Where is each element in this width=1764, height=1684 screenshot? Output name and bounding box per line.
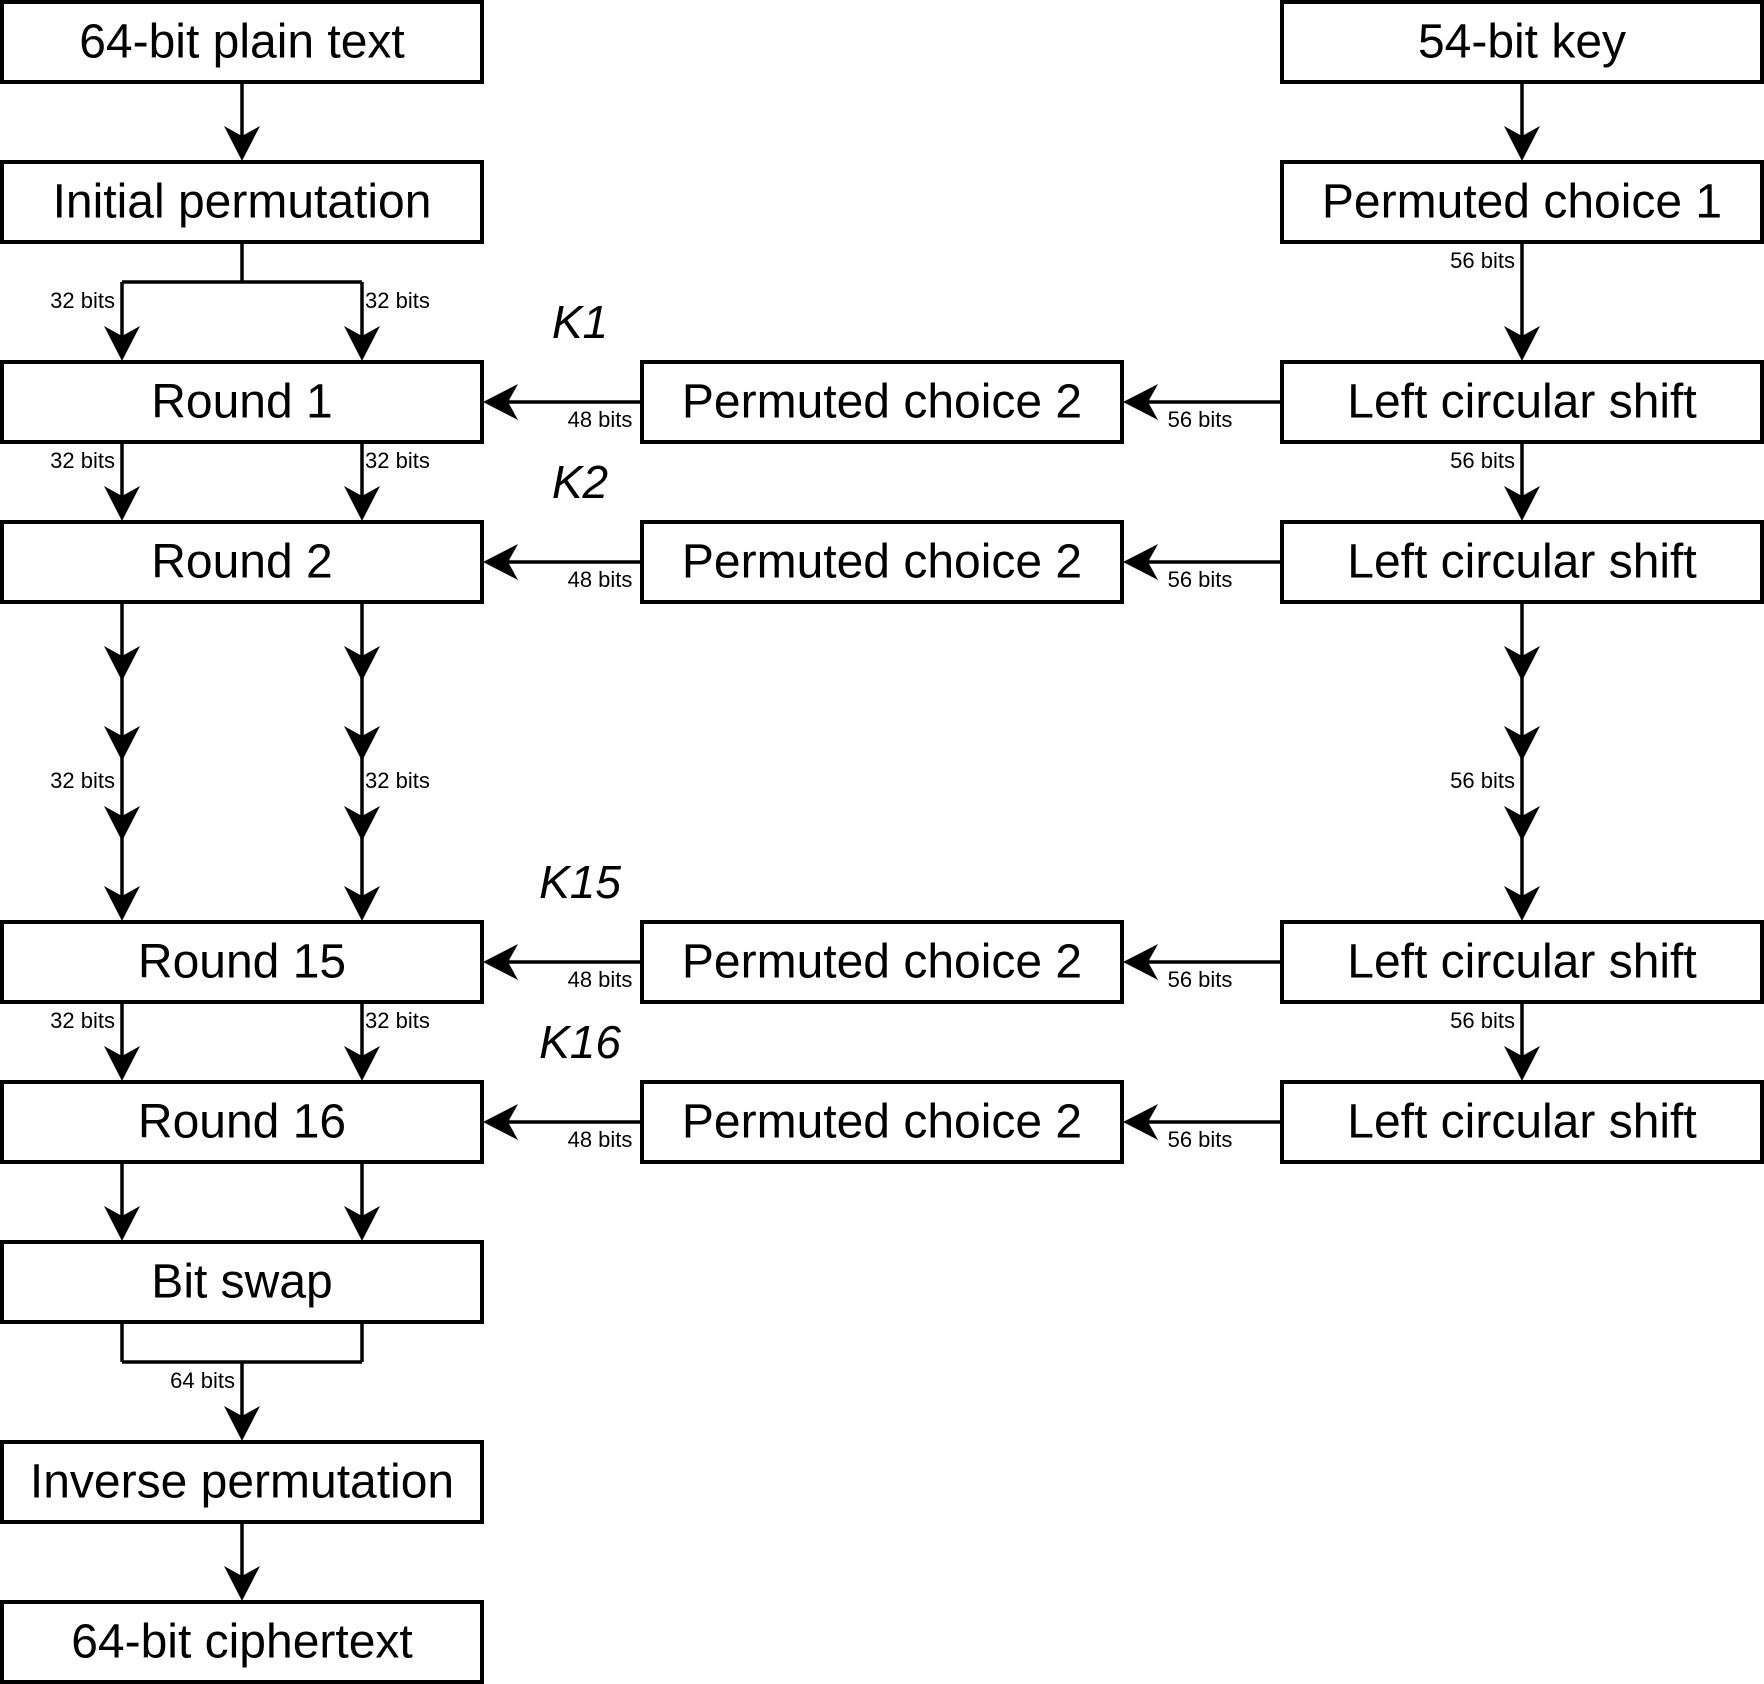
edge-inverse-to-ciphertext: [224, 1522, 260, 1601]
bits-label: 32 bits: [365, 448, 430, 473]
bits-label: 32 bits: [50, 288, 115, 313]
bits-label: 32 bits: [365, 1008, 430, 1033]
bits-label: 56 bits: [1168, 1127, 1233, 1152]
pc2-box-1: Permuted choice 2: [640, 360, 1124, 444]
bits-label: 56 bits: [1168, 567, 1233, 592]
subkey-k15: K15: [539, 856, 621, 908]
lcs-box-1: Left circular shift: [1280, 360, 1764, 444]
bits-label: 32 bits: [365, 768, 430, 793]
bits-label: 56 bits: [1168, 967, 1233, 992]
pc2-label-15: Permuted choice 2: [682, 936, 1082, 989]
edge-bitswap-to-inverse: [120, 1322, 364, 1441]
bits-label: 32 bits: [50, 768, 115, 793]
edge-lcs1-to-lcs2: [1504, 442, 1540, 521]
bits-label: 56 bits: [1450, 448, 1515, 473]
bits-label: 32 bits: [50, 1008, 115, 1033]
pc2-box-15: Permuted choice 2: [640, 920, 1124, 1004]
edge-round2-to-round15: [104, 602, 380, 921]
bits-label: 48 bits: [568, 407, 633, 432]
edge-lcs15-to-lcs16: [1504, 1002, 1540, 1081]
edge-pc2-2-to-round2: [483, 544, 642, 580]
initial-permutation-box: Initial permutation: [0, 160, 484, 244]
subkey-k1: K1: [552, 296, 608, 348]
edge-ip-to-round1: [104, 242, 380, 361]
edge-round16-to-bitswap: [104, 1162, 380, 1241]
pc1-box: Permuted choice 1: [1280, 160, 1764, 244]
pc1-label: Permuted choice 1: [1322, 176, 1722, 229]
bit-swap-box: Bit swap: [0, 1240, 484, 1324]
key-label: 54-bit key: [1418, 16, 1626, 69]
edge-round15-to-round16: [104, 1002, 380, 1081]
pc2-label-16: Permuted choice 2: [682, 1096, 1082, 1149]
pc2-box-16: Permuted choice 2: [640, 1080, 1124, 1164]
plaintext-label: 64-bit plain text: [79, 16, 405, 69]
bits-label: 64 bits: [170, 1368, 235, 1393]
ciphertext-box: 64-bit ciphertext: [0, 1600, 484, 1684]
round15-box: Round 15: [0, 920, 484, 1004]
lcs-label-15: Left circular shift: [1347, 936, 1696, 989]
round16-box: Round 16: [0, 1080, 484, 1164]
round1-box: Round 1: [0, 360, 484, 444]
bits-label: 32 bits: [50, 448, 115, 473]
bits-label: 48 bits: [568, 567, 633, 592]
edge-pc1-to-lcs1: [1504, 242, 1540, 361]
edge-lcs15-to-pc2-15: [1123, 944, 1282, 980]
bit-swap-label: Bit swap: [151, 1256, 332, 1309]
edge-lcs16-to-pc2-16: [1123, 1104, 1282, 1140]
inverse-permutation-box: Inverse permutation: [0, 1440, 484, 1524]
round16-label: Round 16: [138, 1096, 346, 1149]
round2-label: Round 2: [151, 536, 332, 589]
initial-permutation-label: Initial permutation: [53, 176, 432, 229]
ciphertext-label: 64-bit ciphertext: [71, 1616, 413, 1669]
bits-label: 48 bits: [568, 1127, 633, 1152]
edge-round1-to-round2: [104, 442, 380, 521]
pc2-label-2: Permuted choice 2: [682, 536, 1082, 589]
subkey-k16: K16: [539, 1016, 621, 1068]
edge-lcs2-to-lcs15: [1504, 602, 1540, 921]
lcs-box-16: Left circular shift: [1280, 1080, 1764, 1164]
bits-label: 56 bits: [1450, 1008, 1515, 1033]
pc2-label-1: Permuted choice 2: [682, 376, 1082, 429]
lcs-box-15: Left circular shift: [1280, 920, 1764, 1004]
edge-plaintext-to-ip: [224, 82, 260, 161]
edge-key-to-pc1: [1504, 82, 1540, 161]
bits-label: 56 bits: [1450, 248, 1515, 273]
lcs-label-2: Left circular shift: [1347, 536, 1696, 589]
inverse-permutation-label: Inverse permutation: [30, 1456, 454, 1509]
plaintext-box: 64-bit plain text: [0, 0, 484, 84]
round2-box: Round 2: [0, 520, 484, 604]
bits-label: 48 bits: [568, 967, 633, 992]
edge-lcs2-to-pc2-2: [1123, 544, 1282, 580]
pc2-box-2: Permuted choice 2: [640, 520, 1124, 604]
edge-pc2-15-to-round15: [483, 944, 642, 980]
round1-label: Round 1: [151, 376, 332, 429]
lcs-label-16: Left circular shift: [1347, 1096, 1696, 1149]
bits-label: 32 bits: [365, 288, 430, 313]
subkey-k2: K2: [552, 456, 608, 508]
bits-label: 56 bits: [1168, 407, 1233, 432]
lcs-box-2: Left circular shift: [1280, 520, 1764, 604]
round15-label: Round 15: [138, 936, 346, 989]
key-box: 54-bit key: [1280, 0, 1764, 84]
edge-pc2-16-to-round16: [483, 1104, 642, 1140]
lcs-label-1: Left circular shift: [1347, 376, 1696, 429]
bits-label: 56 bits: [1450, 768, 1515, 793]
edge-pc2-1-to-round1: [483, 384, 642, 420]
edge-lcs1-to-pc2-1: [1123, 384, 1282, 420]
